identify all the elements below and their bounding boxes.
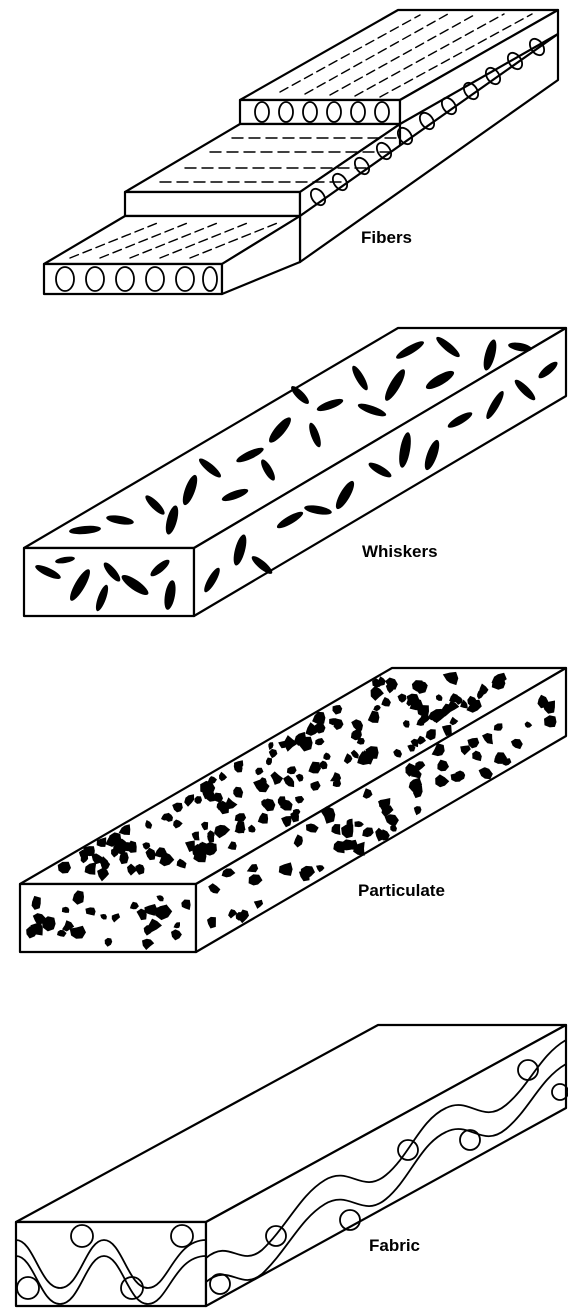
label-fibers: Fibers — [361, 228, 412, 248]
particulate-composite-illustration — [20, 668, 566, 952]
fabric-composite-illustration — [16, 1025, 568, 1306]
label-whiskers: Whiskers — [362, 542, 438, 562]
particle — [62, 907, 69, 913]
label-particulate: Particulate — [358, 881, 445, 901]
fibers-laminate-illustration — [44, 10, 558, 294]
fibers-bottom-layer — [44, 216, 300, 294]
whiskers-composite-illustration — [24, 328, 566, 616]
label-fabric: Fabric — [369, 1236, 420, 1256]
